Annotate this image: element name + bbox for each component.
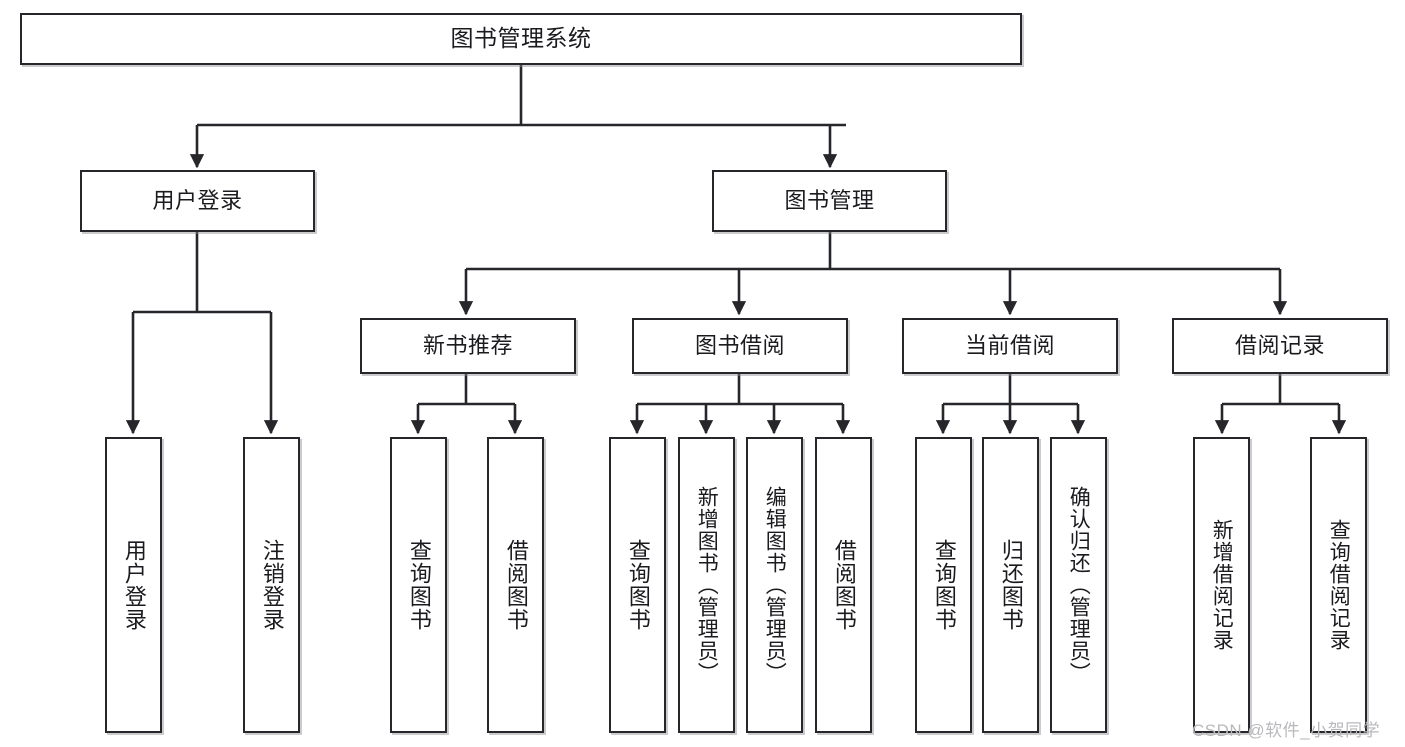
node-current-borrow[interactable]: 当前借阅	[902, 318, 1118, 374]
node-root[interactable]: 图书管理系统	[20, 13, 1022, 65]
node-borrow-record[interactable]: 借阅记录	[1172, 318, 1388, 374]
node-new-book-rec[interactable]: 新书推荐	[360, 318, 576, 374]
node-leaf-add-record[interactable]: 新增借阅记录	[1193, 437, 1250, 733]
node-leaf-query-record-label: 查询借阅记录	[1327, 519, 1351, 651]
node-leaf-user-login-label: 用户登录	[121, 539, 147, 631]
node-leaf-add-book-label: 新增图书（管理员）	[695, 486, 719, 684]
node-leaf-add-record-label: 新增借阅记录	[1210, 519, 1234, 651]
node-leaf-query-book-3-label: 查询图书	[931, 539, 957, 631]
connector-lines	[125, 65, 1347, 435]
node-leaf-query-record[interactable]: 查询借阅记录	[1310, 437, 1367, 733]
node-leaf-query-book-1-label: 查询图书	[406, 539, 432, 631]
node-leaf-add-book[interactable]: 新增图书（管理员）	[678, 437, 735, 733]
node-leaf-borrow-book-2[interactable]: 借阅图书	[815, 437, 872, 733]
node-new-book-rec-label: 新书推荐	[422, 333, 513, 359]
node-leaf-user-login[interactable]: 用户登录	[105, 437, 162, 733]
node-leaf-query-book-3[interactable]: 查询图书	[915, 437, 972, 733]
node-current-borrow-label: 当前借阅	[964, 333, 1055, 359]
node-leaf-edit-book[interactable]: 编辑图书（管理员）	[746, 437, 803, 733]
node-leaf-return-book-label: 归还图书	[998, 539, 1024, 631]
node-leaf-query-book-1[interactable]: 查询图书	[390, 437, 447, 733]
node-leaf-return-book[interactable]: 归还图书	[982, 437, 1039, 733]
node-leaf-borrow-book-1-label: 借阅图书	[503, 539, 529, 631]
node-book-manage[interactable]: 图书管理	[712, 170, 947, 232]
node-book-manage-label: 图书管理	[784, 188, 875, 214]
node-root-label: 图书管理系统	[450, 25, 592, 52]
node-leaf-query-book-2[interactable]: 查询图书	[609, 437, 666, 733]
node-leaf-borrow-book-2-label: 借阅图书	[831, 539, 857, 631]
node-borrow-record-label: 借阅记录	[1234, 333, 1325, 359]
node-leaf-confirm-return-label: 确认归还（管理员）	[1067, 486, 1091, 684]
node-user-login-label: 用户登录	[152, 188, 243, 214]
node-leaf-edit-book-label: 编辑图书（管理员）	[763, 486, 787, 684]
node-book-borrow-label: 图书借阅	[694, 333, 785, 359]
node-leaf-borrow-book-1[interactable]: 借阅图书	[487, 437, 544, 733]
node-leaf-confirm-return[interactable]: 确认归还（管理员）	[1050, 437, 1107, 733]
node-leaf-logout-label: 注销登录	[259, 539, 285, 631]
node-user-login[interactable]: 用户登录	[80, 170, 315, 232]
node-book-borrow[interactable]: 图书借阅	[632, 318, 848, 374]
node-leaf-logout[interactable]: 注销登录	[243, 437, 300, 733]
node-leaf-query-book-2-label: 查询图书	[625, 539, 651, 631]
